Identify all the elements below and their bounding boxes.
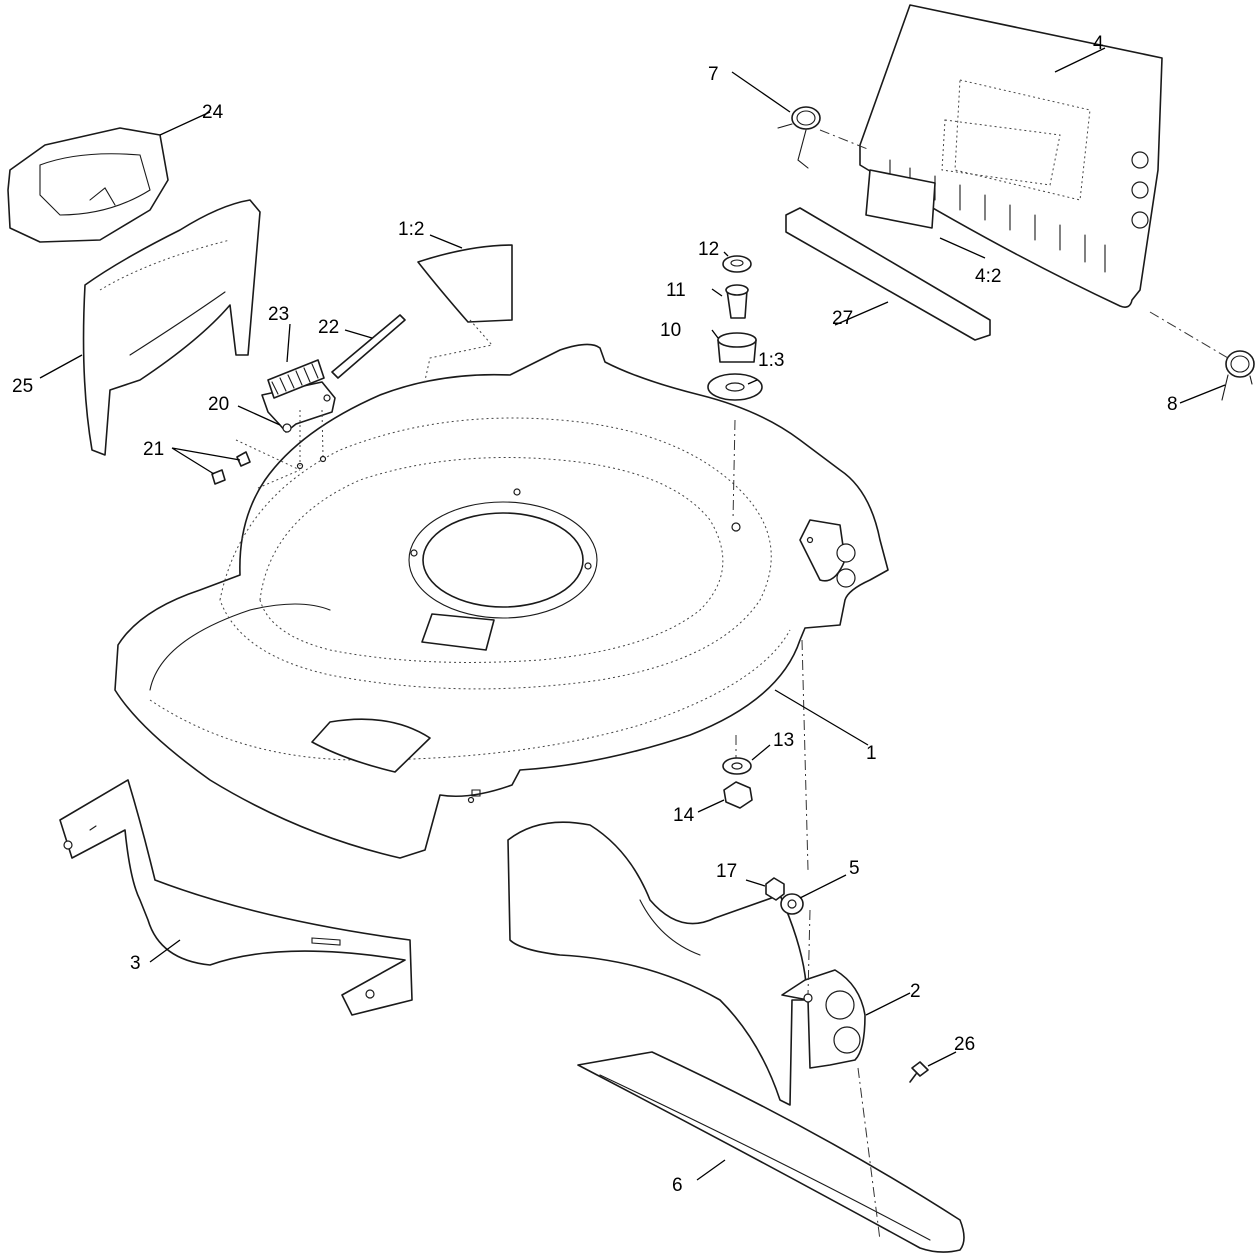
foam-strip xyxy=(785,207,991,341)
hardware-stack xyxy=(707,255,763,401)
callout-14: 14 xyxy=(673,805,695,826)
callout-22: 22 xyxy=(318,317,339,338)
spring-8 xyxy=(1221,350,1255,401)
hinge-assembly xyxy=(211,314,406,489)
callout-1-2: 1:2 xyxy=(398,219,424,240)
nut-17 xyxy=(765,877,785,901)
callout-7: 7 xyxy=(708,64,719,85)
discharge-bracket xyxy=(507,821,866,1106)
callout-23: 23 xyxy=(268,304,289,325)
nut-14 xyxy=(723,781,753,809)
callout-2: 2 xyxy=(910,981,921,1002)
callout-1-3: 1:3 xyxy=(758,350,784,371)
rear-bracket xyxy=(59,779,413,1016)
callout-24: 24 xyxy=(202,102,224,123)
spring-7 xyxy=(777,106,821,169)
callout-20: 20 xyxy=(208,394,229,415)
mower-deck xyxy=(114,343,889,859)
callout-8: 8 xyxy=(1167,394,1178,415)
callout-27: 27 xyxy=(832,308,853,329)
callout-25: 25 xyxy=(12,376,33,397)
callout-11: 11 xyxy=(666,280,686,301)
callout-5: 5 xyxy=(849,858,860,879)
decal-4-2 xyxy=(865,169,936,229)
callout-13: 13 xyxy=(773,730,794,751)
callout-4-2: 4:2 xyxy=(975,266,1001,287)
leader-lines xyxy=(39,47,1226,1181)
callout-6: 6 xyxy=(672,1175,683,1196)
callout-12: 12 xyxy=(698,239,719,260)
callout-4: 4 xyxy=(1093,33,1104,54)
callout-26: 26 xyxy=(954,1034,975,1055)
callout-1: 1 xyxy=(866,743,877,764)
callout-17: 17 xyxy=(716,861,737,882)
callout-3: 3 xyxy=(130,953,141,974)
cover-24 xyxy=(7,127,169,243)
screw-26 xyxy=(909,1061,929,1083)
callout-21: 21 xyxy=(143,439,164,460)
callouts: 1 1:2 1:3 2 3 4 4:2 5 6 7 8 10 11 12 13 … xyxy=(12,33,1178,1196)
decal-1-2 xyxy=(417,244,513,323)
long-flap xyxy=(577,1051,965,1253)
top-cover xyxy=(859,4,1163,308)
side-guard xyxy=(82,199,261,456)
callout-10: 10 xyxy=(660,320,681,341)
